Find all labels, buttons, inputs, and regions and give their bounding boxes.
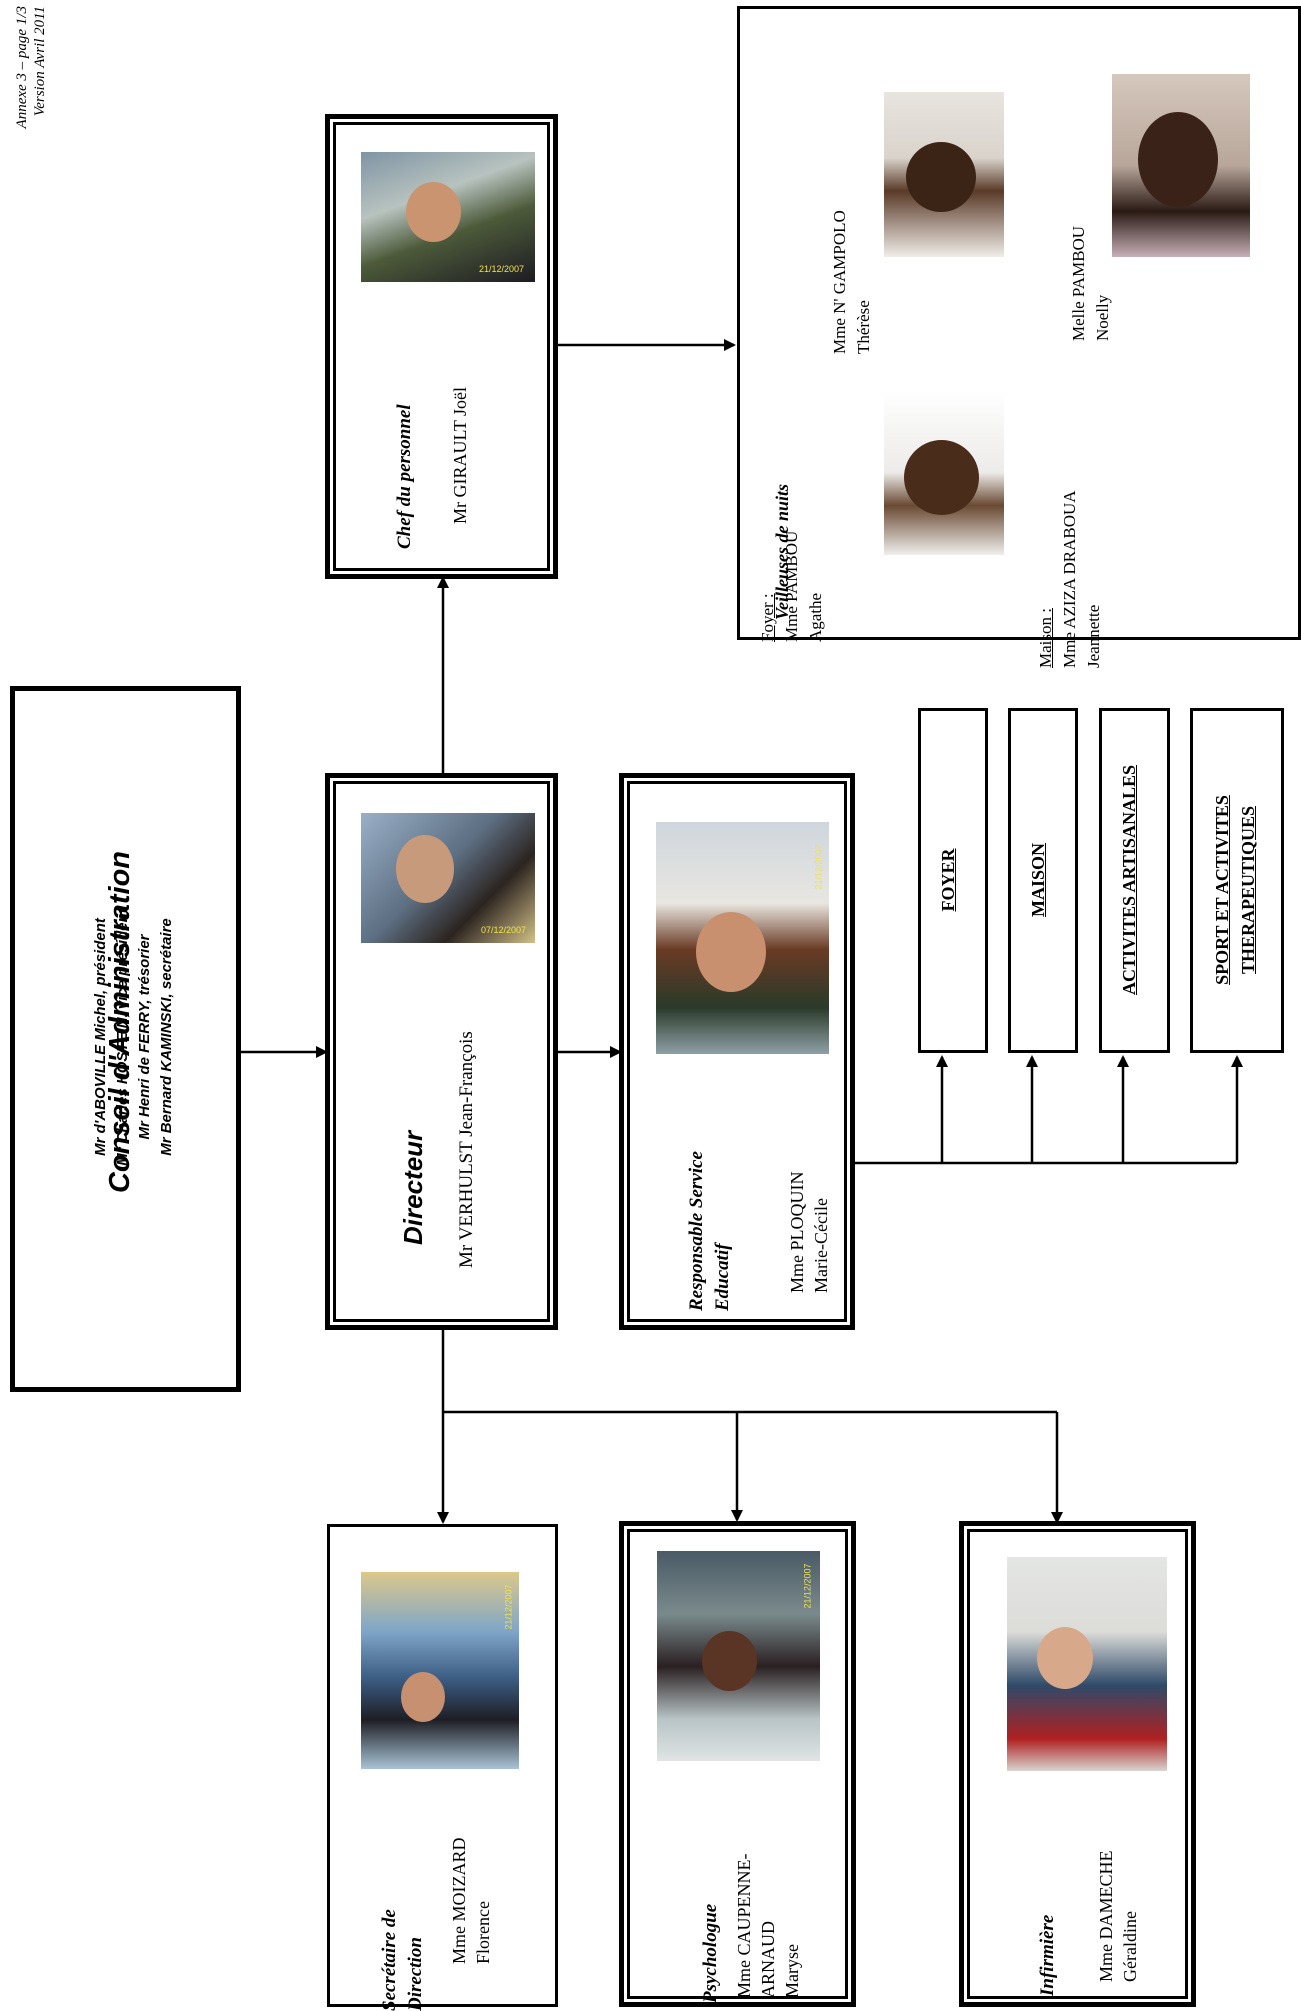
face-shape bbox=[1138, 112, 1218, 207]
face-shape bbox=[401, 1672, 445, 1722]
veilleuse-entry: Melle PAMBOU Noelly bbox=[1067, 201, 1119, 341]
maison-label: Maison : bbox=[1036, 608, 1055, 668]
conseil-members: Mr d'ABOVILLE Michel, président Mr Charl… bbox=[90, 737, 180, 1337]
service-label-artisanales: ACTIVITES ARTISANALES bbox=[1119, 765, 1139, 995]
service-label-foyer: FOYER bbox=[938, 848, 958, 912]
psychologue-photo: 21/12/2007 bbox=[657, 1551, 820, 1761]
conseil-member: Mr d'ABOVILLE Michel, président bbox=[92, 918, 109, 1156]
annex-line-2: Version Avril 2011 bbox=[32, 6, 48, 117]
infirmiere-name: Mme DAMECHE bbox=[1096, 1850, 1116, 1983]
secretaire-role-line: Secrétaire de bbox=[379, 1909, 400, 2011]
chef-personnel-role: Chef du personnel bbox=[394, 404, 415, 549]
face-shape bbox=[396, 835, 454, 903]
veilleuse-photo bbox=[884, 390, 1004, 555]
veilleuse-photo bbox=[884, 92, 1004, 257]
annex-line-1: Annexe 3 – page 1/3 bbox=[14, 6, 30, 129]
responsable-photo: 21/12/2007 bbox=[656, 822, 829, 1054]
service-box-foyer bbox=[918, 708, 988, 1053]
face-shape bbox=[702, 1631, 757, 1691]
face-shape bbox=[696, 912, 766, 992]
veilleuse-first-name: Thérèse bbox=[854, 300, 873, 354]
photo-date-stamp: 21/12/2007 bbox=[479, 264, 525, 274]
psychologue-name: Mme CAUPENNE- bbox=[734, 1853, 754, 1999]
service-label-maison: MAISON bbox=[1028, 843, 1048, 918]
photo-date-stamp: 21/12/2007 bbox=[802, 1563, 813, 1609]
veilleuse-first-name: Jeannette bbox=[1084, 604, 1103, 668]
psychologue-first-name: Maryse bbox=[782, 1944, 802, 1998]
photo-date-stamp: 21/12/2007 bbox=[813, 844, 824, 890]
secretaire-photo: 21/12/2007 bbox=[361, 1572, 519, 1769]
service-box-sport bbox=[1190, 708, 1284, 1053]
veilleuse-name: Mme N' GAMPOLO bbox=[830, 210, 849, 354]
responsable-role: Responsable Service Educatif bbox=[684, 1121, 740, 1311]
veilleuse-first-name: Noelly bbox=[1093, 294, 1112, 341]
secretaire-first-name: Florence bbox=[473, 1901, 493, 1964]
directeur-role: Directeur bbox=[398, 1130, 428, 1245]
veilleuse-photo bbox=[1112, 74, 1250, 257]
conseil-box bbox=[10, 686, 241, 1392]
secretaire-role: Secrétaire de Direction bbox=[377, 1841, 433, 2011]
psychologue-role: Psychologue bbox=[700, 1903, 721, 2003]
veilleuse-maison-entry: Maison : Mme AZIZA DRABOUA Jeannette bbox=[1034, 418, 1110, 668]
responsable-role-line: Educatif bbox=[712, 1243, 733, 1311]
secretaire-role-line: Direction bbox=[405, 1937, 426, 2011]
responsable-role-line: Responsable Service bbox=[686, 1151, 707, 1311]
veilleuse-first-name: Agathe bbox=[806, 592, 825, 642]
infirmiere-role: Infirmière bbox=[1037, 1914, 1058, 1996]
directeur-photo: 07/12/2007 bbox=[361, 813, 535, 943]
photo-date-stamp: 07/12/2007 bbox=[481, 925, 527, 935]
chef-personnel-photo: 21/12/2007 bbox=[361, 152, 535, 282]
conseil-member: Mr Charles HOSTEIN, vice président bbox=[114, 908, 131, 1166]
veilleuse-name: Mme AZIZA DRABOUA bbox=[1060, 490, 1079, 668]
responsable-first-name: Marie-Cécile bbox=[811, 1198, 831, 1293]
face-shape bbox=[406, 182, 461, 242]
face-shape bbox=[906, 142, 976, 212]
psychologue-name-2: ARNAUD bbox=[758, 1920, 778, 1998]
foyer-label: Foyer : bbox=[758, 593, 777, 642]
veilleuse-entry: Mme N' GAMPOLO Thérèse bbox=[828, 194, 880, 354]
veilleuse-foyer-entry: Foyer : Mme PAMBOU Agathe bbox=[756, 530, 832, 642]
face-shape bbox=[904, 440, 979, 515]
service-box-artisanales bbox=[1099, 708, 1170, 1053]
face-shape bbox=[1037, 1627, 1093, 1689]
infirmiere-photo bbox=[1007, 1557, 1167, 1771]
responsable-name-block: Mme PLOQUIN Marie-Cécile bbox=[785, 1153, 837, 1294]
veilleuse-name: Melle PAMBOU bbox=[1069, 225, 1088, 341]
conseil-member: Mr Henri de FERRY, trésorier bbox=[136, 934, 153, 1140]
responsable-name: Mme PLOQUIN bbox=[787, 1171, 807, 1294]
infirmiere-name-block: Mme DAMECHE Géraldine bbox=[1094, 1842, 1146, 1983]
annex-header: Annexe 3 – page 1/3 Version Avril 2011 bbox=[13, 6, 57, 166]
secretaire-name: Mme MOIZARD bbox=[449, 1837, 469, 1965]
service-box-maison bbox=[1008, 708, 1078, 1053]
directeur-name: Mr VERHULST Jean-François bbox=[456, 1031, 477, 1268]
infirmiere-first-name: Géraldine bbox=[1120, 1911, 1140, 1982]
conseil-member: Mr Bernard KAMINSKI, secrétaire bbox=[158, 918, 175, 1156]
photo-date-stamp: 21/12/2007 bbox=[503, 1584, 514, 1630]
psychologue-name-block: Mme CAUPENNE- ARNAUD Maryse bbox=[732, 1838, 808, 1999]
veilleuse-name: Mme PAMBOU bbox=[782, 530, 801, 642]
service-label-sport: SPORT ET ACTIVITES THERAPEUTIQUES bbox=[1212, 795, 1258, 985]
chef-personnel-name: Mr GIRAULT Joël bbox=[450, 386, 470, 524]
secretaire-name-block: Mme MOIZARD Florence bbox=[447, 1824, 499, 1965]
